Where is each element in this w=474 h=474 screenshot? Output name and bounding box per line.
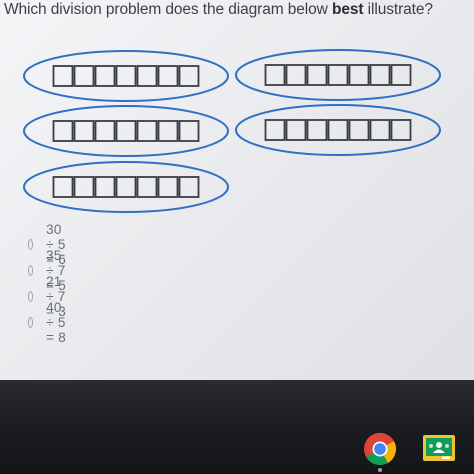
- square-box: [390, 64, 412, 86]
- radio-button[interactable]: [28, 238, 34, 250]
- square-box: [327, 119, 349, 141]
- square-box: [285, 119, 307, 141]
- square-box: [52, 176, 74, 198]
- answer-option-1[interactable]: 30 ÷ 5 = 6: [28, 222, 68, 267]
- square-box: [369, 119, 391, 141]
- square-box: [348, 119, 370, 141]
- answer-option-label: 40 ÷ 5 = 8: [46, 299, 67, 345]
- square-box: [285, 64, 307, 86]
- square-box: [157, 120, 179, 142]
- box-group: [23, 161, 229, 213]
- answer-option-4[interactable]: 40 ÷ 5 = 8: [28, 300, 68, 345]
- square-box: [136, 176, 158, 198]
- answer-option-label: 21 ÷ 7 = 3: [46, 273, 67, 319]
- square-box: [264, 64, 286, 86]
- square-box: [94, 120, 116, 142]
- square-box: [136, 65, 158, 87]
- box-group: [235, 104, 441, 156]
- square-box: [94, 176, 116, 198]
- active-app-indicator: [378, 468, 382, 472]
- square-box: [178, 120, 200, 142]
- box-group: [235, 49, 441, 101]
- square-box: [136, 120, 158, 142]
- answer-option-2[interactable]: 35 ÷ 7 = 5: [28, 248, 68, 293]
- box-group: [23, 50, 229, 102]
- group-oval: [235, 49, 441, 101]
- question-text: Which division problem does the diagram …: [4, 1, 433, 19]
- square-box: [73, 176, 95, 198]
- square-box: [115, 65, 137, 87]
- square-box: [73, 120, 95, 142]
- question-emphasis: best: [331, 1, 364, 18]
- square-box: [52, 65, 74, 87]
- quiz-screen: Which division problem does the diagram …: [0, 0, 474, 380]
- grouping-diagram: [23, 49, 441, 213]
- square-box: [115, 176, 137, 198]
- square-box: [178, 65, 200, 87]
- radio-button[interactable]: [28, 316, 34, 328]
- square-box: [157, 65, 179, 87]
- square-box: [178, 176, 200, 198]
- square-box: [327, 64, 349, 86]
- answer-option-3[interactable]: 21 ÷ 7 = 3: [28, 274, 68, 319]
- box-group: [23, 105, 229, 157]
- answer-option-label: 30 ÷ 5 = 6: [46, 221, 67, 267]
- question-text-end: illustrate?: [363, 1, 433, 18]
- square-box: [94, 65, 116, 87]
- chrome-icon[interactable]: [363, 432, 397, 466]
- group-oval: [23, 161, 229, 213]
- group-oval: [235, 104, 441, 156]
- taskbar: [0, 380, 474, 474]
- square-box: [115, 120, 137, 142]
- google-classroom-icon[interactable]: [422, 434, 456, 462]
- question-text-start: Which division problem does the diagram …: [4, 1, 332, 18]
- square-box: [306, 119, 328, 141]
- square-box: [157, 176, 179, 198]
- group-oval: [23, 105, 229, 157]
- square-box: [52, 120, 74, 142]
- group-oval: [23, 50, 229, 102]
- square-box: [306, 64, 328, 86]
- square-box: [390, 119, 412, 141]
- square-box: [348, 64, 370, 86]
- answer-option-label: 35 ÷ 7 = 5: [46, 247, 67, 293]
- radio-button[interactable]: [28, 264, 34, 276]
- square-box: [73, 65, 95, 87]
- radio-button[interactable]: [28, 290, 34, 302]
- square-box: [264, 119, 286, 141]
- square-box: [369, 64, 391, 86]
